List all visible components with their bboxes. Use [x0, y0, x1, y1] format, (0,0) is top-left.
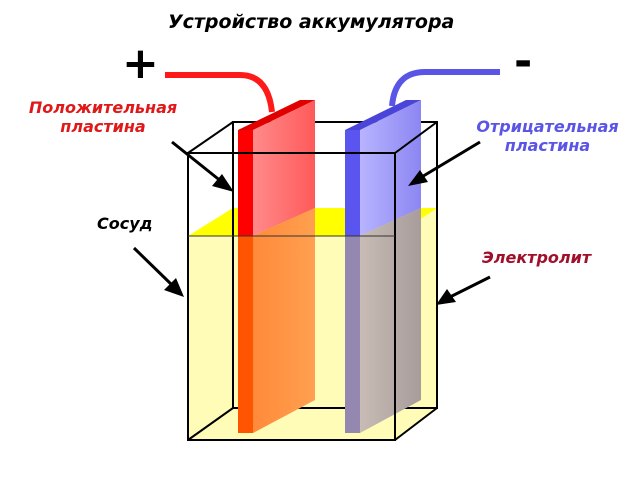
- plus-sign: +: [122, 38, 159, 89]
- vessel-label: Сосуд: [97, 214, 153, 233]
- pointer-arrows: [132, 140, 491, 305]
- positive-wire: [165, 72, 275, 113]
- negative-plate-label: Отрицательная пластина: [476, 117, 619, 155]
- vessel-back-edges: [187, 121, 438, 441]
- diagram-title: Устройство аккумулятора: [168, 11, 455, 33]
- electrolyte-label: Электролит: [482, 248, 592, 267]
- minus-sign: -: [514, 36, 533, 87]
- positive-plate: [238, 100, 315, 433]
- positive-plate-label: Положительная пластина: [28, 98, 178, 136]
- negative-wire: [389, 69, 500, 107]
- vessel-front-edges: [187, 121, 438, 441]
- negative-plate: [345, 100, 421, 433]
